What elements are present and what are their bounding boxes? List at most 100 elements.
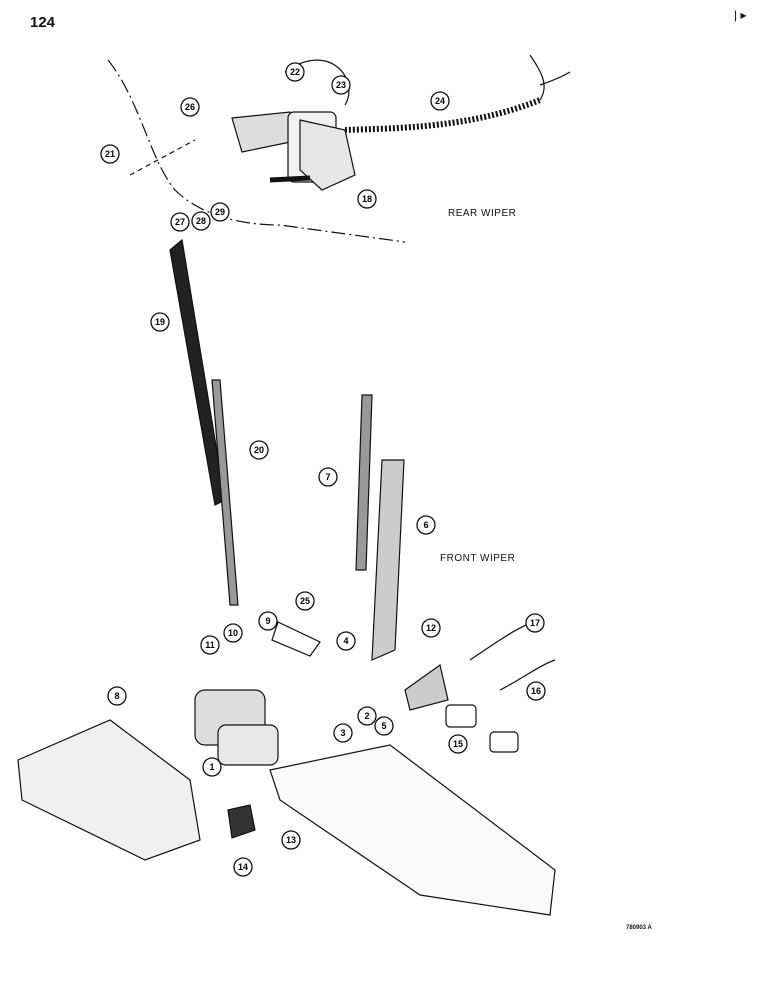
relay-upper: [445, 704, 477, 728]
rear-coil-harness: [344, 97, 542, 133]
callout-label: 16: [531, 686, 541, 696]
drawing-code: 780903 A: [626, 925, 652, 931]
callout-circle: [285, 62, 305, 82]
callout-label: 23: [336, 80, 346, 90]
callout-8: 8: [107, 686, 127, 706]
callout-circle: [331, 75, 351, 95]
rear-wiper-blade: [211, 379, 239, 606]
callout-2: 2: [357, 706, 377, 726]
callout-circle: [223, 623, 243, 643]
rear-wiper-label: REAR WIPER: [448, 208, 517, 219]
rear-harness-lead: [529, 54, 571, 101]
callout-circle: [233, 857, 253, 877]
callout-13: 13: [281, 830, 301, 850]
front-motor-cover: [17, 719, 201, 861]
front-wiper-arm: [371, 459, 405, 661]
callout-5: 5: [374, 716, 394, 736]
callout-circle: [107, 686, 127, 706]
rear-wiper-motor: [231, 111, 356, 191]
callout-circle: [525, 613, 545, 633]
callout-circle: [430, 91, 450, 111]
callout-25: 25: [295, 591, 315, 611]
callout-4: 4: [336, 631, 356, 651]
callout-20: 20: [249, 440, 269, 460]
callout-circle: [200, 635, 220, 655]
rear-window-outline: [107, 59, 406, 243]
callout-28: 28: [191, 211, 211, 231]
callout-18: 18: [357, 189, 377, 209]
front-harness: [469, 619, 556, 691]
callout-15: 15: [448, 734, 468, 754]
callout-16: 16: [526, 681, 546, 701]
callout-27: 27: [170, 212, 190, 232]
callout-circle: [336, 631, 356, 651]
callout-7: 7: [318, 467, 338, 487]
callout-label: 15: [453, 739, 463, 749]
callout-circle: [421, 618, 441, 638]
callout-label: 1: [209, 762, 214, 772]
callout-label: 20: [254, 445, 264, 455]
callout-circle: [210, 202, 230, 222]
callout-label: 25: [300, 596, 310, 606]
rear-wiper-arm: [169, 238, 226, 506]
callout-label: 26: [185, 102, 195, 112]
callout-circle: [180, 97, 200, 117]
callout-circle: [150, 312, 170, 332]
callout-label: 28: [196, 216, 206, 226]
callout-label: 3: [340, 728, 345, 738]
callout-10: 10: [223, 623, 243, 643]
callout-circle: [281, 830, 301, 850]
callout-label: 7: [325, 472, 330, 482]
callout-label: 24: [435, 96, 445, 106]
switch-knob: [227, 804, 256, 839]
relay-lower: [489, 731, 519, 753]
callout-label: 18: [362, 194, 372, 204]
front-wiper-blade: [355, 394, 373, 571]
callout-17: 17: [525, 613, 545, 633]
front-wiper-motor: [194, 689, 279, 766]
callout-14: 14: [233, 857, 253, 877]
callout-label: 29: [215, 207, 225, 217]
front-column-panel: [269, 744, 556, 916]
callout-label: 13: [286, 835, 296, 845]
callout-label: 11: [205, 640, 215, 650]
callout-22: 22: [285, 62, 305, 82]
callout-circle: [170, 212, 190, 232]
callout-circle: [357, 189, 377, 209]
callout-circle: [258, 611, 278, 631]
callout-23: 23: [331, 75, 351, 95]
callout-circle: [333, 723, 353, 743]
callout-6: 6: [416, 515, 436, 535]
callout-label: 8: [114, 691, 119, 701]
callout-21: 21: [100, 144, 120, 164]
callout-label: 17: [530, 618, 540, 628]
callout-9: 9: [258, 611, 278, 631]
callout-3: 3: [333, 723, 353, 743]
callout-label: 4: [343, 636, 348, 646]
callout-11: 11: [200, 635, 220, 655]
callout-label: 21: [105, 149, 115, 159]
callout-label: 22: [290, 67, 300, 77]
callout-circle: [318, 467, 338, 487]
page-number: 124: [30, 14, 56, 31]
callout-24: 24: [430, 91, 450, 111]
callout-label: 19: [155, 317, 165, 327]
callout-circle: [416, 515, 436, 535]
callout-label: 14: [238, 862, 248, 872]
callout-label: 27: [175, 217, 185, 227]
callout-circle: [249, 440, 269, 460]
callout-circle: [295, 591, 315, 611]
callout-12: 12: [421, 618, 441, 638]
front-wiper-label: FRONT WIPER: [440, 553, 516, 564]
callout-label: 2: [364, 711, 369, 721]
wiper-switch: [404, 663, 449, 711]
callout-19: 19: [150, 312, 170, 332]
callout-label: 10: [228, 628, 238, 638]
callout-29: 29: [210, 202, 230, 222]
callout-circle: [374, 716, 394, 736]
callout-circle: [202, 757, 222, 777]
callout-circle: [448, 734, 468, 754]
callout-label: 5: [381, 721, 386, 731]
mounting-plate: [271, 621, 321, 657]
